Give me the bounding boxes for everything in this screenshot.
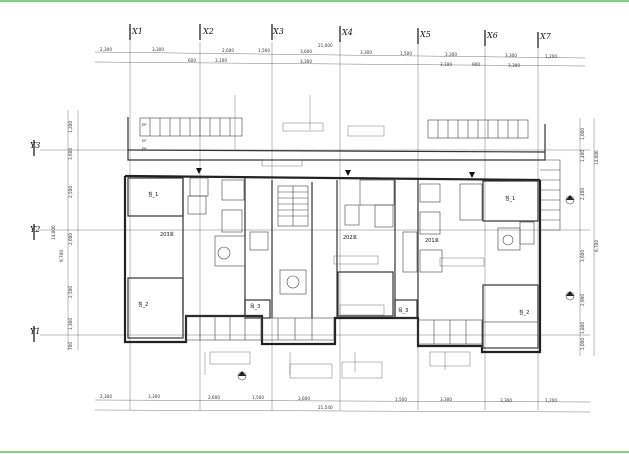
dim-bot-8: 3,300: [500, 398, 512, 403]
interior-walls: [127, 177, 539, 349]
axis-y2: Y2: [30, 225, 40, 234]
dim-right-4: 3,600: [580, 250, 585, 262]
dims-right: 1,000 1,400 2,400 3,600 2,900 1,800 1,00…: [580, 128, 599, 350]
room-unit-left: 203호: [160, 232, 175, 238]
room-unit-right: 201호: [425, 238, 440, 244]
dim-right-7: 1,000: [580, 338, 585, 350]
axis-labels-top: X1 X2 X3 X4 X5 X6 X7: [131, 27, 552, 41]
dim-top2-4: 3,100: [440, 62, 452, 67]
dim-right-5: 2,900: [580, 294, 585, 306]
top-balcony-left: [139, 117, 243, 137]
dim-top2-6: 3,300: [508, 63, 520, 68]
axis-x3: X3: [272, 27, 284, 36]
building-outer-walls: [123, 174, 542, 354]
dim-bot-3: 2,600: [208, 395, 220, 400]
dim-top-6: 3,300: [360, 50, 372, 55]
annotation-leaders: [204, 95, 485, 379]
dim-left-7: 700: [68, 342, 73, 350]
dim-left-2: 3,600: [68, 148, 73, 160]
dim-top-4: 1,500: [258, 48, 270, 53]
dim-top2-3: 3,300: [300, 59, 312, 64]
axis-tick-markers: [33, 24, 539, 342]
axis-x5: X5: [419, 30, 431, 39]
level-mark-2: EP: [142, 139, 147, 143]
dim-left-5: 2,500: [68, 286, 73, 298]
axis-labels-left: Y3 Y2 Y1: [30, 141, 40, 336]
dim-top-7: 1,500: [400, 51, 412, 56]
room-bed2-left: 침_2: [138, 301, 148, 308]
dim-right-2: 1,400: [580, 150, 585, 162]
right-exterior-stair: [540, 159, 561, 231]
dim-bot-6: 1,500: [395, 397, 407, 402]
dim-top2-5: 900: [472, 62, 480, 67]
entry-markers: [196, 168, 475, 178]
level-mark-3: EP: [142, 147, 147, 151]
room-bed1-right: 침_1: [505, 195, 515, 202]
dim-right-1: 1,000: [580, 128, 585, 140]
dim-bot-9: 1,200: [545, 398, 557, 403]
dims-left: 1,200 3,600 2,500 2,600 2,500 1,300 700 …: [51, 121, 73, 350]
level-marks: EP EP EP: [142, 123, 147, 151]
central-stairs: [277, 185, 309, 227]
room-unit-mid: 202호: [343, 235, 358, 241]
dim-top-total: 21,000: [318, 43, 333, 48]
room-util-left: 욕_3: [250, 304, 260, 310]
corridor-outline: [127, 117, 546, 161]
dim-bot-2: 3,300: [148, 394, 160, 399]
axis-x4: X4: [341, 28, 353, 37]
room-bed2-right: 침_2: [519, 309, 529, 316]
section-markers: [237, 195, 575, 381]
dim-top-1: 2,300: [100, 47, 112, 52]
grid-lines: [40, 40, 595, 413]
axis-x1: X1: [131, 27, 143, 36]
dim-left-3: 2,500: [68, 186, 73, 198]
dim-left-6: 1,300: [68, 318, 73, 330]
dim-top2-2: 3,100: [215, 58, 227, 63]
dim-right-6: 1,800: [580, 322, 585, 334]
dim-left-total-2: 9,700: [59, 250, 64, 262]
axis-y3: Y3: [30, 141, 40, 150]
axis-x7: X7: [539, 32, 552, 41]
dim-top2-1: 600: [188, 58, 196, 63]
dim-top-2: 3,300: [152, 47, 164, 52]
dim-bot-5: 3,600: [298, 396, 310, 401]
dim-bot-7: 3,300: [440, 397, 452, 402]
room-bed1-left: 침_1: [148, 191, 158, 198]
dim-top-8: 3,300: [445, 52, 457, 57]
dim-right-total-1: 14,000: [594, 150, 599, 165]
top-balcony-right: [427, 119, 529, 139]
room-bath-mid: 욕_3: [398, 308, 408, 314]
dim-top-3: 2,600: [222, 48, 234, 53]
dim-bot-1: 2,300: [100, 394, 112, 399]
fixtures: [187, 177, 535, 295]
dims-top: 2,300 3,300 2,600 1,500 3,600 3,300 1,50…: [100, 43, 557, 68]
axis-x2: X2: [202, 27, 214, 36]
dim-left-4: 2,600: [68, 233, 73, 245]
dim-top-10: 1,200: [545, 54, 557, 59]
dim-bot-total: 21,540: [318, 405, 333, 410]
axis-x6: X6: [486, 31, 498, 40]
dim-right-total-2: 9,700: [594, 240, 599, 252]
dims-bottom: 2,300 3,300 2,600 1,500 3,600 1,500 3,30…: [100, 394, 557, 410]
dim-left-total-1: 14,000: [51, 225, 56, 240]
dim-left-1: 1,200: [68, 121, 73, 133]
level-mark-1: EP: [142, 123, 147, 127]
dim-right-3: 2,400: [580, 188, 585, 200]
dim-bot-4: 1,500: [252, 395, 264, 400]
dim-top-5: 3,600: [300, 49, 312, 54]
bottom-balconies: [185, 315, 539, 349]
axis-y1: Y1: [30, 327, 40, 336]
room-labels: 침_1 침_2 203호 202호 201호 욕_3 침_1 침_2 욕_3: [138, 191, 529, 316]
dim-top-9: 3,300: [505, 53, 517, 58]
